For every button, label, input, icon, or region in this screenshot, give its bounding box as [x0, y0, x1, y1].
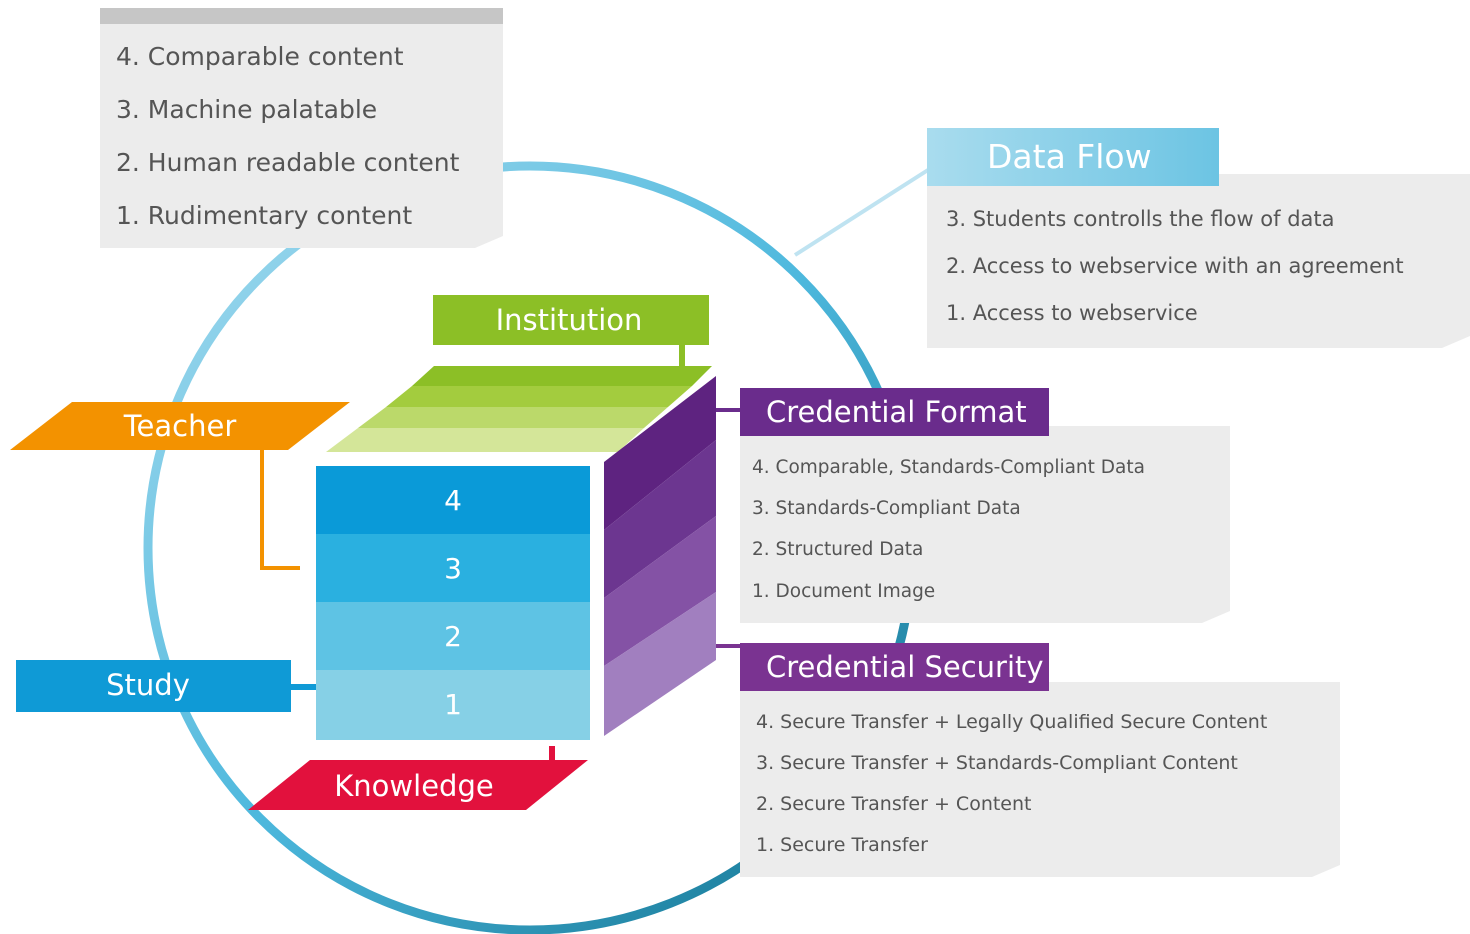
cube-side	[604, 376, 716, 736]
cube-top	[326, 366, 712, 452]
dataflow-connector	[793, 168, 930, 257]
credential-security-item: 2. Secure Transfer + Content	[756, 793, 1032, 815]
credential-security-item: 4. Secure Transfer + Legally Qualified S…	[756, 711, 1268, 733]
credential-format-item: 3. Standards-Compliant Data	[752, 498, 1021, 519]
content-level-item: 2. Human readable content	[116, 148, 460, 177]
credential-format-title: Credential Format	[740, 388, 1049, 436]
content-level-item: 3. Machine palatable	[116, 95, 378, 124]
cube-level-labels: 4 3 2 1	[444, 484, 462, 721]
content-level-item: 1. Rudimentary content	[116, 201, 413, 230]
teacher-label: Teacher	[123, 409, 237, 443]
institution-label: Institution	[496, 303, 643, 337]
content-panel-topbar	[100, 8, 503, 24]
knowledge-tag	[248, 760, 588, 810]
credential-security-panel: 4. Secure Transfer + Legally Qualified S…	[740, 682, 1340, 877]
data-flow-panel: 3. Students controlls the flow of data 2…	[927, 174, 1470, 348]
cube-front	[316, 466, 590, 740]
credential-format-item: 4. Comparable, Standards-Compliant Data	[752, 457, 1145, 478]
credential-format-item: 1. Document Image	[752, 581, 936, 602]
content-level-item: 4. Comparable content	[116, 42, 404, 71]
data-flow-item: 3. Students controlls the flow of data	[946, 207, 1335, 231]
study-tag	[16, 660, 291, 712]
cube-level-1: 1	[444, 688, 462, 721]
content-levels-panel: 4. Comparable content 3. Machine palatab…	[100, 8, 503, 248]
institution-tag	[433, 295, 709, 345]
data-flow-item: 1. Access to webservice	[946, 301, 1198, 325]
credential-format-item: 2. Structured Data	[752, 539, 924, 560]
credential-format-panel: 4. Comparable, Standards-Compliant Data …	[740, 426, 1230, 623]
teacher-connector	[260, 448, 300, 570]
study-label: Study	[106, 668, 190, 702]
credential-security-title: Credential Security	[740, 643, 1049, 691]
data-flow-title: Data Flow	[927, 128, 1219, 186]
teacher-tag	[10, 402, 350, 450]
knowledge-label: Knowledge	[334, 769, 493, 803]
cube-level-4: 4	[444, 484, 462, 517]
credential-security-item: 1. Secure Transfer	[756, 834, 928, 856]
cube-level-2: 2	[444, 620, 462, 653]
cube-level-3: 3	[444, 552, 462, 585]
credential-security-item: 3. Secure Transfer + Standards-Compliant…	[756, 752, 1238, 774]
data-flow-item: 2. Access to webservice with an agreemen…	[946, 254, 1404, 278]
